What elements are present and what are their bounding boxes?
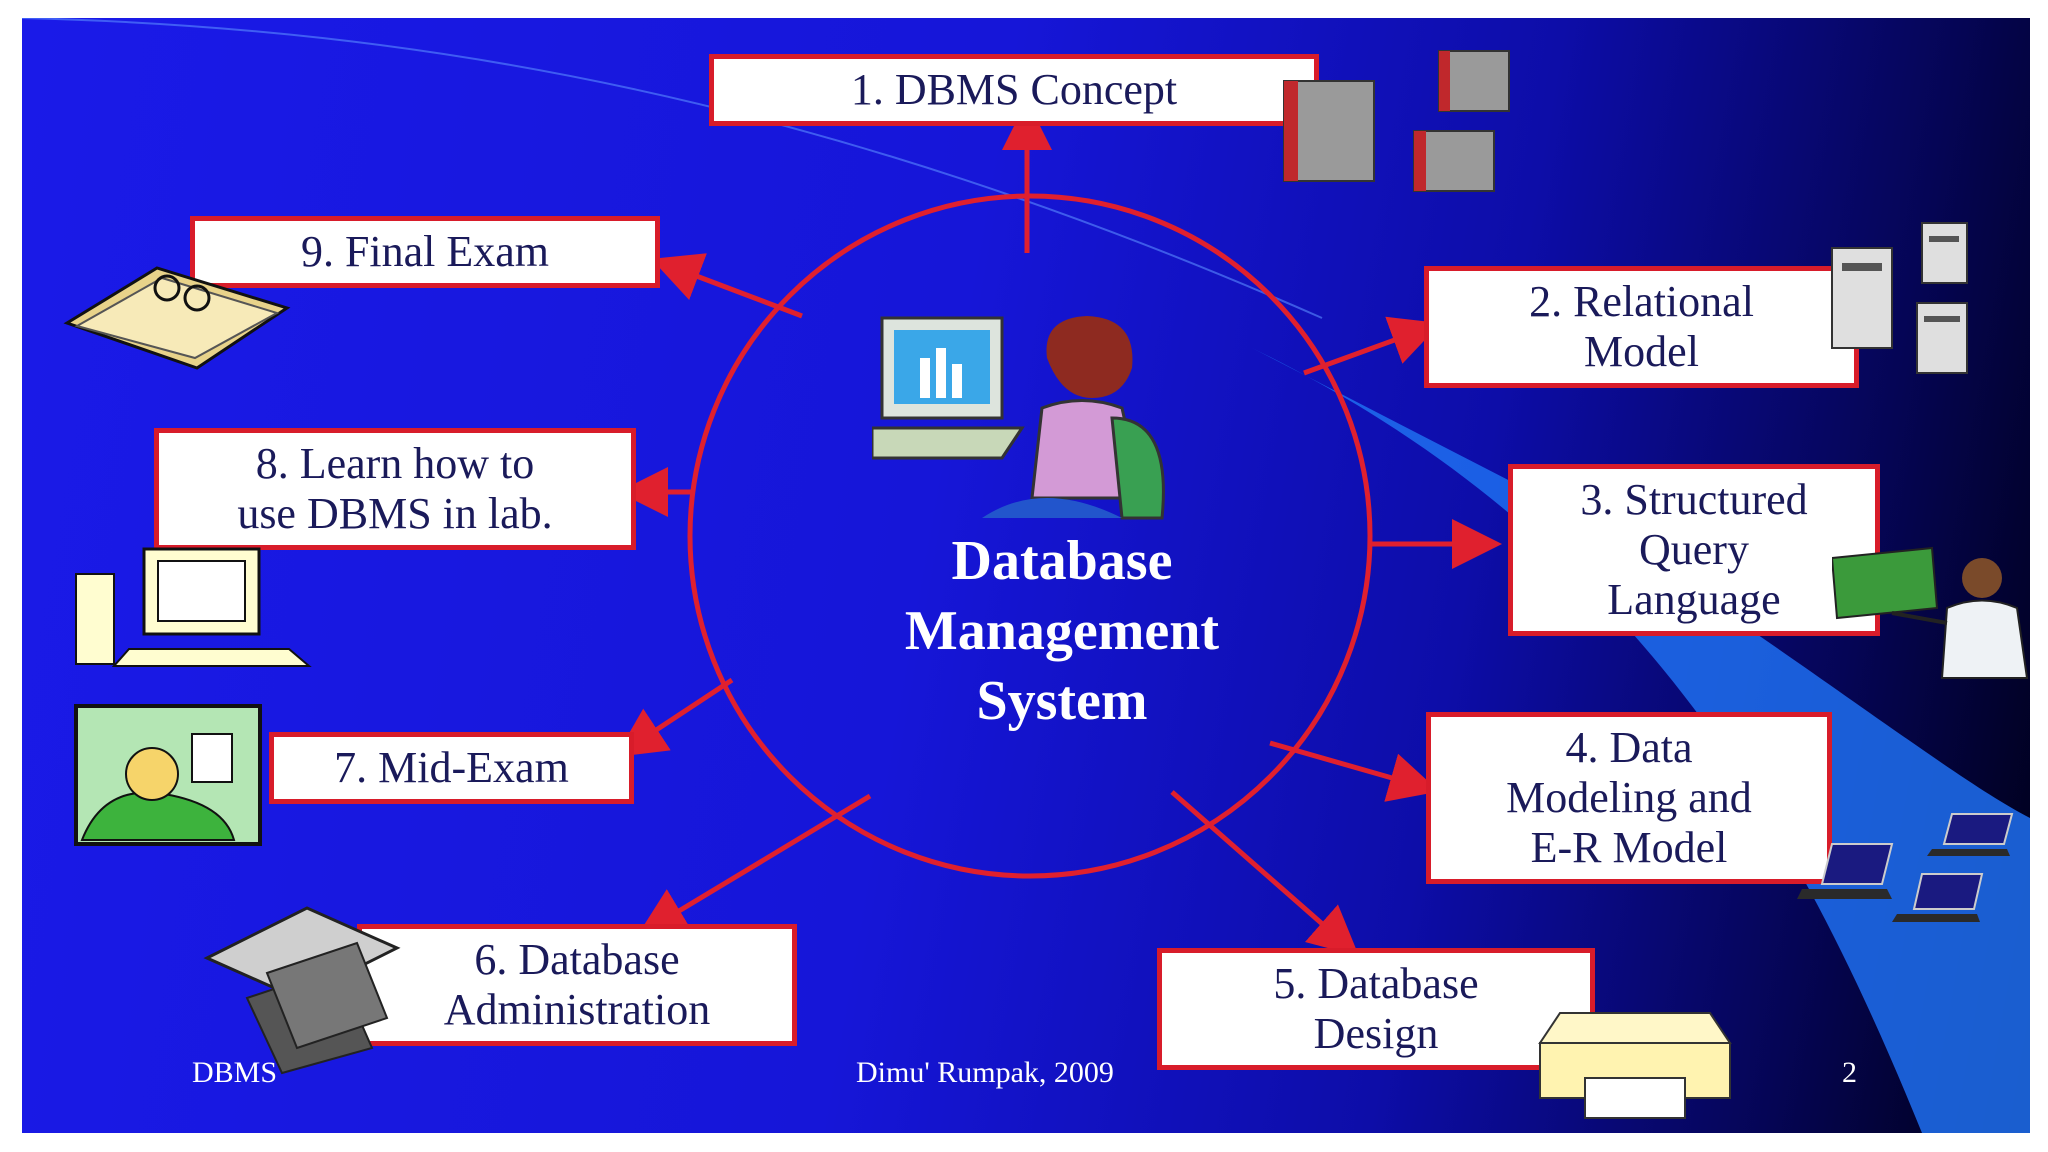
topic-5-box: 5. Database Design: [1157, 948, 1595, 1070]
book-icon: [63, 266, 291, 370]
connector-2: [1303, 316, 1441, 376]
footer-author: Dimu' Rumpak, 2009: [856, 1056, 1114, 1089]
hub-diagram: [615, 100, 1502, 957]
student-writing-icon: [74, 704, 262, 846]
laptop-network-icon: [1797, 813, 2014, 922]
server-rack-icon: [1283, 50, 1510, 192]
topic-2-box: 2. Relational Model: [1424, 266, 1859, 388]
connector-6: [636, 793, 872, 937]
hub-circle: [687, 193, 1373, 879]
topic-9-box: 9. Final Exam: [190, 216, 660, 288]
connector-4: [1269, 740, 1440, 802]
center-title: Database Management System: [904, 530, 1220, 732]
background-curves: [22, 18, 2030, 1133]
desktop-computer-icon: [75, 547, 312, 667]
topic-8-box: 8. Learn how to use DBMS in lab.: [154, 428, 636, 550]
topic-7-box: 7. Mid-Exam: [269, 732, 634, 804]
topic-6-box: 6. Database Administration: [357, 924, 797, 1046]
topic-3-box: 3. Structured Query Language: [1508, 464, 1880, 636]
footer-page-number: 2: [1842, 1056, 1857, 1089]
user-at-computer-icon: [872, 316, 1165, 520]
teacher-presenting-icon: [1832, 546, 2029, 679]
connector-5: [1170, 790, 1360, 957]
server-tower-icon: [1831, 222, 1968, 374]
floppy-disks-icon: [203, 906, 401, 1075]
printer-icon: [1538, 1012, 1732, 1119]
connector-7: [615, 677, 734, 758]
connector-9: [651, 253, 803, 319]
topic-4-box: 4. Data Modeling and E-R Model: [1426, 712, 1832, 884]
topic-1-box: 1. DBMS Concept: [709, 54, 1319, 126]
slide: Database Management System 1. DBMS Conce…: [22, 18, 2030, 1133]
footer-left: DBMS: [192, 1056, 278, 1089]
